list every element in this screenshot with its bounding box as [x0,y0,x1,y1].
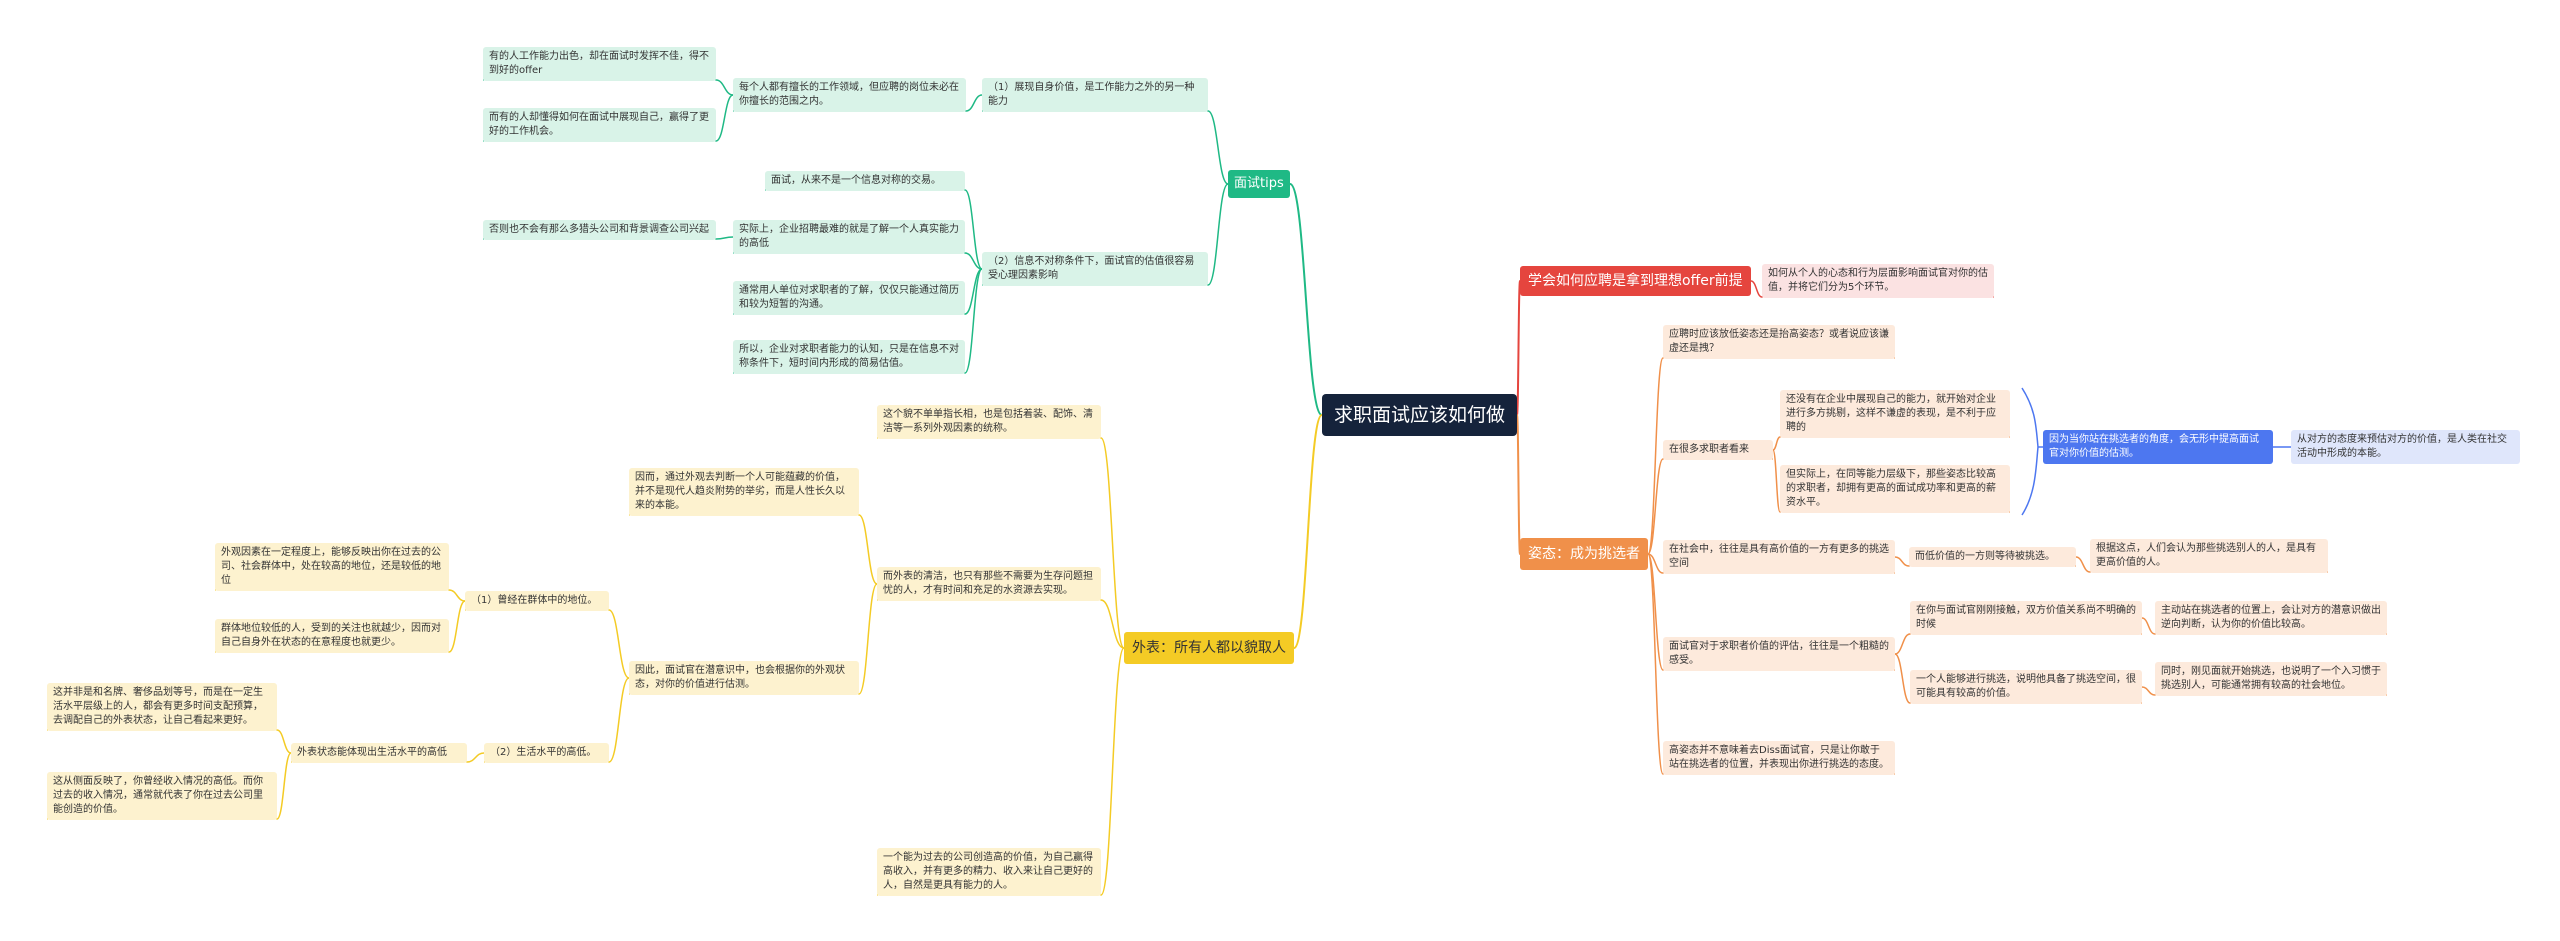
attitude-d2a[interactable]: 同时，刚见面就开始挑选，也说明了一个入习惯于挑选别人，可能通常拥有较高的社会地位… [2155,662,2387,696]
connector-line [1207,183,1229,286]
tips-sub1[interactable]: （1）展现自身价值，是工作能力之外的另一种能力 [982,78,1208,112]
connector-line [715,236,734,240]
attitude-c[interactable]: 在社会中，往往是具有高价值的一方有更多的挑选空间 [1663,540,1895,574]
connector-line [466,752,485,763]
attitude-d2[interactable]: 一个人能够进行挑选，说明他具备了挑选空间，很可能具有较高的价值。 [1910,670,2142,704]
look-b2[interactable]: 因此，面试官在潜意识中，也会根据你的外观状态，对你的价值进行估测。 [629,661,859,695]
connector-line [715,79,734,96]
connector-line [1647,553,1664,775]
connector-line [1207,110,1229,185]
connector-line [608,609,630,679]
connector-line [1100,647,1125,896]
attitude-d[interactable]: 面试官对于求职者价值的评估，往往是一个粗糙的感受。 [1663,637,1895,671]
connector-line [448,589,466,602]
attitude-b1[interactable]: 还没有在企业中展现自己的能力，就开始对企业进行多方挑剔，这样不谦虚的表现，是不利… [1780,390,2010,438]
look-b1[interactable]: 因而，通过外观去判断一个人可能蕴藏的价值，并不是现代人趋炎附势的举劣，而是人性长… [629,468,859,516]
branch-premise[interactable]: 学会如何应聘是拿到理想offer前提 [1520,266,1751,296]
connector-line [1647,553,1664,574]
connector-line [1100,437,1125,649]
connector-line [276,729,292,754]
attitude-c2[interactable]: 根据这点，人们会认为那些挑选别人的人，是具有更高价值的人。 [2090,539,2328,573]
look-b2-2[interactable]: （2）生活水平的高低。 [484,743,609,763]
connector-line [1750,280,1763,298]
attitude-d1[interactable]: 在你与面试官刚刚接触，双方价值关系尚不明确的时候 [1910,601,2142,635]
connector-line [715,94,734,142]
connector-line [276,752,292,820]
look-b2-2x[interactable]: 外表状态能体现出生活水平的高低 [291,743,467,763]
connector-line [858,583,878,695]
attitude-b3[interactable]: 因为当你站在挑选者的角度，会无形中提高面试官对你价值的估测。 [2043,430,2273,464]
connector-line [1647,553,1664,671]
look-b2-1a[interactable]: 外观因素在一定程度上，能够反映出你在过去的公司、社会群体中，处在较高的地位，还是… [215,543,449,591]
root-to-look-line [1293,414,1323,649]
connector-line [1647,357,1664,555]
premise-a[interactable]: 如何从个人的心态和行为层面影响面试官对你的估值，并将它们分为5个环节。 [1762,264,1994,298]
tips-sub2-d[interactable]: 所以，企业对求职者能力的认知，只是在信息不对称条件下，短时间内形成的简易估值。 [733,340,965,374]
look-b2-2a[interactable]: 这并非是和名牌、奢侈品划等号，而是在一定生活水平层级上的人，都会有更多时间支配预… [47,683,277,731]
tips-sub2[interactable]: （2）信息不对称条件下，面试官的估值很容易受心理因素影响 [982,252,1208,286]
attitude-e[interactable]: 高姿态并不意味着去Diss面试官，只是让你敢于站在挑选者的位置，并表现出你进行挑… [1663,741,1895,775]
look-b2-1b[interactable]: 群体地位较低的人，受到的关注也就越少，因而对自己自身外在状态的在意程度也就更少。 [215,619,449,653]
connector-line [2141,617,2156,635]
attitude-d1a[interactable]: 主动站在挑选者的位置上，会让对方的潜意识做出逆向判断，认为你的价值比较高。 [2155,601,2387,635]
branch-appearance[interactable]: 外表：所有人都以貌取人 [1124,632,1294,664]
look-b[interactable]: 而外表的清洁，也只有那些不需要为生存问题担忧的人，才有时间和充足的水资源去实现。 [877,567,1101,601]
summary-bracket [2021,387,2039,516]
look-c[interactable]: 一个能为过去的公司创造高的价值，为自己赢得高收入，并有更多的精力、收入来让自己更… [877,848,1101,896]
tips-sub2-c[interactable]: 通常用人单位对求职者的了解，仅仅只能通过简历和较为短暂的沟通。 [733,281,965,315]
connector-line [1894,653,1911,704]
tips-sub1-a1[interactable]: 有的人工作能力出色，却在面试时发挥不佳，得不到好的offer [483,47,716,81]
attitude-c1[interactable]: 而低价值的一方则等待被挑选。 [1909,547,2076,567]
connector-line [858,514,878,585]
attitude-b4[interactable]: 从对方的态度来预估对方的价值，是人类在社交活动中形成的本能。 [2291,430,2520,464]
connector-line [1647,458,1664,555]
root-to-attitude-line [1516,414,1521,555]
tips-sub1-a[interactable]: 每个人都有擅长的工作领域，但应聘的岗位未必在你擅长的范围之内。 [733,78,966,112]
root-to-premise-line [1516,280,1521,416]
tips-sub1-a2[interactable]: 而有的人却懂得如何在面试中展现自己，赢得了更好的工作机会。 [483,108,716,142]
attitude-b[interactable]: 在很多求职者看来 [1663,440,1773,460]
tips-sub2-b1[interactable]: 否则也不会有那么多猎头公司和背景调查公司兴起 [483,220,716,240]
tips-sub2-a[interactable]: 面试，从来不是一个信息对称的交易。 [765,171,965,191]
tips-sub2-b[interactable]: 实际上，企业招聘最难的就是了解一个人真实能力的高低 [733,220,965,254]
connector-line [1772,436,1781,451]
connector-line [2075,556,2091,573]
connector-line [1100,599,1125,649]
look-b2-1[interactable]: （1）曾经在群体中的地位。 [465,591,609,611]
connector-line [964,189,983,270]
connector-line [448,600,466,653]
connector-line [964,252,983,270]
attitude-a[interactable]: 应聘时应该放低姿态还是抬高姿态？或者说应该谦虚还是拽？ [1663,325,1895,359]
branch-attitude[interactable]: 姿态：成为挑选者 [1520,538,1648,570]
connector-line [964,268,983,374]
connector-line [608,677,630,763]
root-to-tips-line [1289,183,1323,416]
look-b2-2b[interactable]: 这从侧面反映了，你曾经收入情况的高低。而你过去的收入情况，通常就代表了你在过去公… [47,772,277,820]
connector-line [1894,556,1910,567]
connector-line [1894,633,1911,655]
look-a[interactable]: 这个貌不单单指长相，也是包括着装、配饰、清洁等一系列外观因素的统称。 [877,405,1101,439]
attitude-b2[interactable]: 但实际上，在同等能力层级下，那些姿态比较高的求职者，却拥有更高的面试成功率和更高… [1780,465,2010,513]
connector-line [1772,449,1781,513]
branch-tips[interactable]: 面试tips [1228,170,1290,198]
connector-line [965,94,983,112]
root-node[interactable]: 求职面试应该如何做 [1322,394,1518,436]
connector-line [964,268,983,315]
connector-line [2141,686,2156,696]
